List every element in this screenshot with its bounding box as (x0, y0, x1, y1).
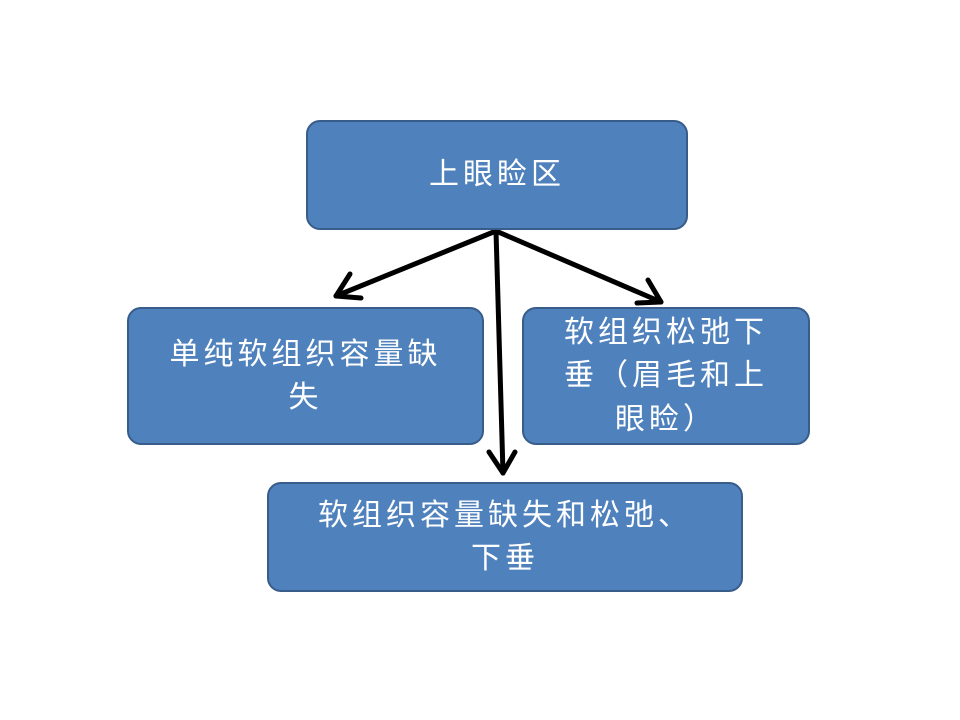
arrow-top-to-right (493, 228, 664, 306)
node-volume-loss-only: 单纯软组织容量缺 失 (127, 307, 484, 445)
node-upper-eyelid-region: 上眼睑区 (306, 120, 688, 230)
node-soft-tissue-ptosis: 软组织松弛下 垂（眉毛和上 眼睑） (522, 307, 810, 445)
arrow-top-to-bottom (486, 228, 518, 476)
arrow-top-to-left (333, 228, 499, 301)
node-volume-loss-and-ptosis: 软组织容量缺失和松弛、 下垂 (267, 482, 743, 592)
